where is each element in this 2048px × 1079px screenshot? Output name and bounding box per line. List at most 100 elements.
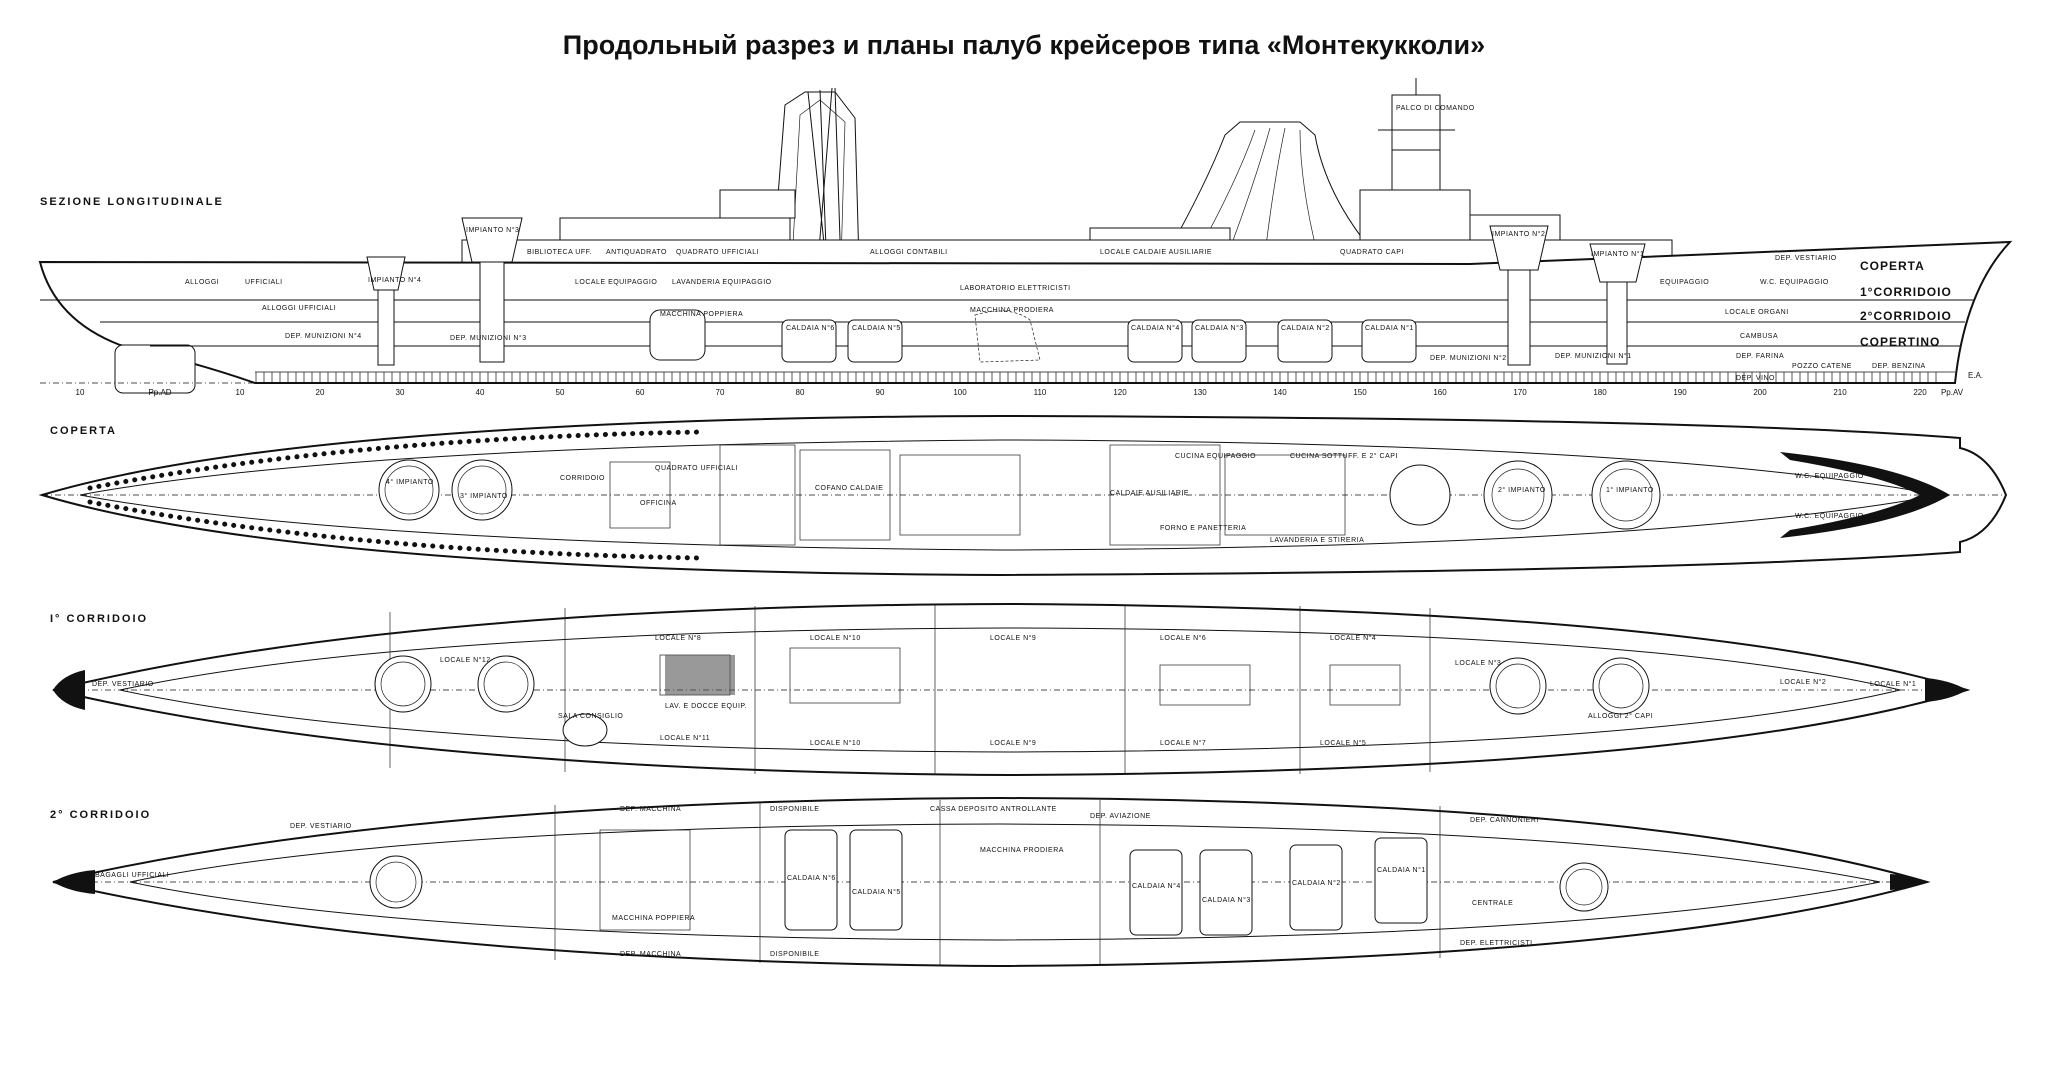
label: 2° IMPIANTO xyxy=(1498,486,1546,494)
frame-tick-label: 60 xyxy=(636,388,645,397)
label: UFFICIALI xyxy=(245,279,283,286)
label: CASSA DEPOSITO ANTROLLANTE xyxy=(930,806,1057,813)
label: LAVANDERIA E STIRERIA xyxy=(1270,537,1364,544)
frame-tick-label: 190 xyxy=(1673,388,1687,397)
label: LOCALE N°3 xyxy=(1455,659,1501,667)
label: LOCALE N°6 xyxy=(1160,634,1206,642)
label: CALDAIA N°1 xyxy=(1377,866,1426,874)
frame-tick-label: 120 xyxy=(1113,388,1127,397)
turret-4 xyxy=(366,256,406,366)
deck-label-1-corridoio: 1°CORRIDOIO xyxy=(1860,285,1952,299)
frame-tick-label: 50 xyxy=(556,388,565,397)
frame-tick-label: 140 xyxy=(1273,388,1287,397)
label: DEP. VESTIARIO xyxy=(290,823,352,830)
label: COFANO CALDAIE xyxy=(815,485,883,492)
frame-tick-label: 220 xyxy=(1913,388,1927,397)
frame-tick-label: 110 xyxy=(1034,388,1047,397)
label: DEP. MUNIZIONI N°4 xyxy=(285,332,362,340)
label: LOCALE EQUIPAGGIO xyxy=(575,279,657,286)
label: CALDAIA N°2 xyxy=(1281,324,1330,332)
label: CAMBUSA xyxy=(1740,333,1778,340)
label: FORNO E PANETTERIA xyxy=(1160,525,1246,532)
label: PALCO DI COMANDO xyxy=(1396,105,1475,112)
frame-tick-label: Pp.AD xyxy=(148,388,171,397)
label: 3° IMPIANTO xyxy=(460,492,508,500)
label: DEP. ELETTRICISTI xyxy=(1460,940,1533,947)
label: LOCALE N°9 xyxy=(990,739,1036,747)
deck-label-copertino: COPERTINO xyxy=(1860,335,1940,349)
page-title: Продольный разрез и планы палуб крейсеро… xyxy=(563,30,1485,60)
plan-coperta: COPERTA 4° IMPIANTO 3° IMPIANTO CORRIDOI… xyxy=(38,414,2008,577)
plan-label-coperta: COPERTA xyxy=(50,425,117,437)
label: 4° IMPIANTO xyxy=(386,478,434,486)
label: DISPONIBILE xyxy=(770,806,819,813)
frame-lines xyxy=(255,372,1937,383)
label: DEP. MACCHINA xyxy=(620,806,681,813)
label: SALA CONSIGLIO xyxy=(558,713,623,720)
label: CALDAIE AUSILIARIE xyxy=(1110,490,1189,497)
label: BIBLIOTECA UFF. xyxy=(527,249,592,256)
frame-tick-label: Pp.AV xyxy=(1941,388,1964,397)
label: CALDAIA N°1 xyxy=(1365,324,1414,332)
label: DEP. VINO xyxy=(1736,375,1775,382)
label: LOCALE N°10 xyxy=(810,739,861,747)
label: 1° IMPIANTO xyxy=(1606,486,1654,494)
corridoio1-labels: LOCALE N°12 LOCALE N°11 LOCALE N°10 LOCA… xyxy=(92,634,1916,747)
label: W.C. EQUIPAGGIO xyxy=(1795,473,1864,480)
frame-tick-label: 70 xyxy=(716,388,725,397)
label: QUADRATO UFFICIALI xyxy=(655,465,738,472)
label: CUCINA SOTTUFF. E 2° CAPI xyxy=(1290,452,1398,460)
label: ANTIQUADRATO xyxy=(606,249,667,256)
frame-tick-label: 20 xyxy=(316,388,325,397)
label: LOCALE CALDAIE AUSILIARIE xyxy=(1100,249,1212,256)
label: W.C. EQUIPAGGIO xyxy=(1760,279,1829,286)
label: DEP. MUNIZIONI N°1 xyxy=(1555,352,1632,360)
label: CALDAIA N°4 xyxy=(1131,324,1180,332)
label: IMPIANTO N°3 xyxy=(466,226,519,234)
frame-tick-label: 210 xyxy=(1833,388,1847,397)
label: ALLOGGI CONTABILI xyxy=(870,249,948,256)
plan-label-1-corridoio: I° CORRIDOIO xyxy=(50,613,148,625)
corridoio2-labels: BAGAGLI UFFICIALI MACCHINA POPPIERA CALD… xyxy=(95,806,1538,958)
frame-tick-label: 150 xyxy=(1353,388,1367,397)
label: CUCINA EQUIPAGGIO xyxy=(1175,453,1256,460)
label: LAVANDERIA EQUIPAGGIO xyxy=(672,279,772,286)
frame-tick-label: 30 xyxy=(396,388,405,397)
label: EQUIPAGGIO xyxy=(1660,279,1709,286)
label: W.C. EQUIPAGGIO xyxy=(1795,513,1864,520)
coperta-labels: 4° IMPIANTO 3° IMPIANTO CORRIDOIO OFFICI… xyxy=(386,452,1864,544)
label: OFFICINA xyxy=(640,500,677,507)
label: CALDAIA N°6 xyxy=(786,324,835,332)
label: LOCALE ORGANI xyxy=(1725,309,1789,316)
frame-tick-label: 10 xyxy=(236,388,245,397)
ea-label: E.A. xyxy=(1968,371,1983,380)
label: CALDAIA N°2 xyxy=(1292,879,1341,887)
label: CORRIDOIO xyxy=(560,475,605,482)
label: ALLOGGI UFFICIALI xyxy=(262,305,336,312)
label: LOCALE N°12 xyxy=(440,656,491,664)
label: MACCHINA POPPIERA xyxy=(660,311,743,318)
label: LOCALE N°10 xyxy=(810,634,861,642)
label: LOCALE N°1 xyxy=(1870,680,1916,688)
rudder xyxy=(114,344,196,394)
label: LOCALE N°9 xyxy=(990,634,1036,642)
superstructure xyxy=(461,239,1673,265)
label: CENTRALE xyxy=(1472,900,1513,907)
label: DEP. BENZINA xyxy=(1872,363,1926,370)
label: QUADRATO CAPI xyxy=(1340,249,1404,256)
label: MACCHINA PRODIERA xyxy=(970,307,1054,314)
label: DEP. VESTIARIO xyxy=(92,681,154,688)
boilers-plan xyxy=(784,829,1428,936)
section-label: SEZIONE LONGITUDINALE xyxy=(40,196,224,208)
label: CALDAIA N°5 xyxy=(852,888,901,896)
label: DISPONIBILE xyxy=(770,951,819,958)
label: LAV. E DOCCE EQUIP. xyxy=(665,703,747,710)
deck-label-coperta: COPERTA xyxy=(1860,259,1925,273)
profile-labels: ALLOGGI UFFICIALI ALLOGGI UFFICIALI IMPI… xyxy=(185,105,1983,382)
frame-tick-label: 170 xyxy=(1513,388,1527,397)
frame-tick-label: 160 xyxy=(1433,388,1447,397)
label: MACCHINA POPPIERA xyxy=(612,915,695,922)
label: CALDAIA N°3 xyxy=(1195,324,1244,332)
